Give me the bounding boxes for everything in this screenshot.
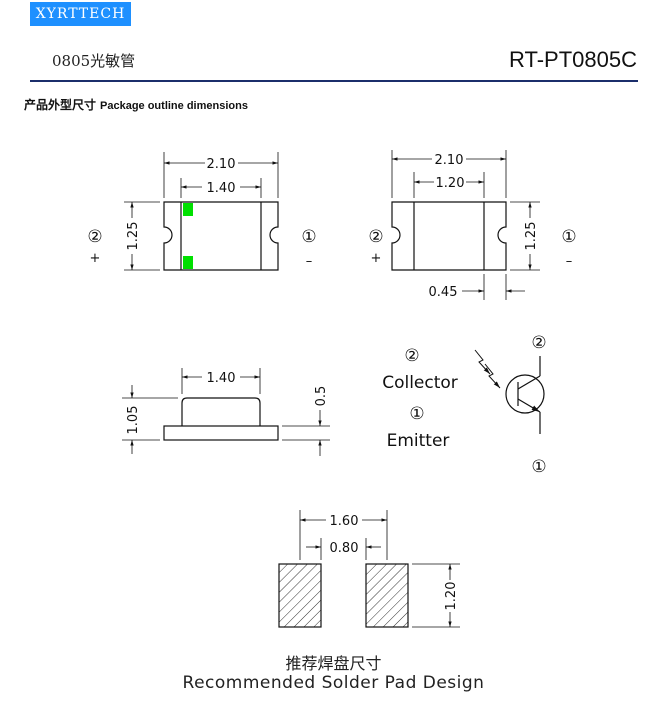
top-view-body bbox=[163, 201, 279, 271]
dim-pad-height: 1.20 bbox=[444, 582, 459, 611]
pad-caption-en: Recommended Solder Pad Design bbox=[182, 673, 485, 693]
model-number: RT-PT0805C bbox=[509, 47, 637, 72]
dim-side-top-width: 1.40 bbox=[207, 371, 236, 386]
company-logo: XYRTTECH bbox=[30, 2, 131, 26]
phototransistor-symbol bbox=[474, 349, 545, 434]
minus-sign-right: – bbox=[566, 254, 573, 269]
solder-pad-layout bbox=[278, 510, 460, 628]
pin2-icon-left: ② bbox=[87, 227, 102, 247]
collector-label: Collector bbox=[382, 373, 458, 393]
emitter-label: Emitter bbox=[387, 431, 450, 451]
collector-pin-icon: ② bbox=[404, 346, 419, 366]
symbol-emitter-pin-icon: ① bbox=[531, 457, 546, 477]
plus-sign-left: + bbox=[90, 251, 101, 266]
side-view bbox=[122, 368, 330, 456]
solder-pad-left bbox=[278, 563, 322, 628]
dim-top-total-width: 2.10 bbox=[207, 157, 236, 172]
symbol-collector-pin-icon: ② bbox=[531, 333, 546, 353]
dim-side-total-height: 1.05 bbox=[126, 406, 141, 435]
side-view-lens bbox=[181, 397, 261, 426]
section-title-en: Package outline dimensions bbox=[100, 100, 248, 112]
plus-sign-right: + bbox=[371, 251, 382, 266]
top-view bbox=[124, 152, 279, 271]
pad-caption-cn: 推荐焊盘尺寸 bbox=[285, 654, 382, 673]
emitter-pin-icon: ① bbox=[409, 404, 424, 424]
transistor-circle bbox=[505, 374, 545, 414]
bottom-view-body bbox=[391, 201, 507, 271]
polarity-marker-top bbox=[183, 203, 193, 216]
section-title-cn: 产品外型尺寸 bbox=[24, 98, 97, 112]
pin1-icon-left: ① bbox=[301, 227, 316, 247]
dim-bottom-inner-width: 1.20 bbox=[436, 176, 465, 191]
solder-pad-right bbox=[365, 563, 409, 628]
light-arrow-1-icon bbox=[474, 349, 491, 375]
pin-legend: ② Collector ① Emitter bbox=[382, 346, 458, 451]
polarity-marker-bottom bbox=[183, 256, 193, 269]
pin1-icon-right: ① bbox=[561, 227, 576, 247]
side-view-base bbox=[163, 425, 279, 441]
dim-pad-total: 1.60 bbox=[330, 514, 359, 529]
dim-top-inner-width: 1.40 bbox=[207, 181, 236, 196]
dim-pad-gap: 0.80 bbox=[330, 541, 359, 556]
bottom-view bbox=[391, 150, 540, 300]
dim-bottom-total-width: 2.10 bbox=[435, 153, 464, 168]
minus-sign-left: – bbox=[306, 254, 313, 269]
dim-terminal-width: 0.45 bbox=[429, 285, 458, 300]
pin2-icon-right: ② bbox=[368, 227, 383, 247]
light-arrow-2-icon bbox=[484, 363, 501, 389]
product-name: 0805光敏管 bbox=[52, 52, 136, 70]
dim-side-body-height: 0.5 bbox=[314, 386, 329, 407]
header-divider bbox=[30, 80, 638, 82]
dim-bottom-height: 1.25 bbox=[524, 222, 539, 251]
dim-top-height: 1.25 bbox=[126, 222, 141, 251]
